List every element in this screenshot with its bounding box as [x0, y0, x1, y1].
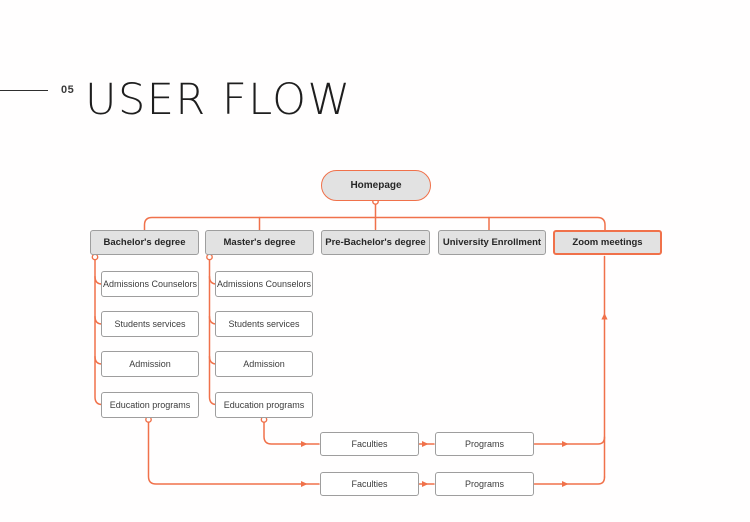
node-bachelor-students-services: Students services — [101, 311, 199, 337]
node-university-enrollment: University Enrollment — [438, 230, 546, 255]
node-bachelor-admission: Admission — [101, 351, 199, 377]
header-rule-line — [0, 90, 48, 91]
node-pre-bachelors-degree: Pre-Bachelor's degree — [321, 230, 430, 255]
arrowhead — [301, 441, 308, 447]
arrowhead — [562, 441, 569, 447]
node-master-education-programs: Education programs — [215, 392, 313, 418]
node-homepage: Homepage — [321, 170, 431, 201]
node-faculties-row2: Faculties — [320, 472, 419, 496]
node-zoom-meetings: Zoom meetings — [553, 230, 662, 255]
page-title: USER FLOW — [85, 75, 352, 125]
node-master-admission: Admission — [215, 351, 313, 377]
arrowhead — [422, 441, 429, 447]
node-master-admissions-counselors: Admissions Counselors — [215, 271, 313, 297]
node-masters-degree: Master's degree — [205, 230, 314, 255]
arrowhead — [562, 481, 569, 487]
node-programs-row1: Programs — [435, 432, 534, 456]
arrowhead — [422, 481, 429, 487]
node-bachelor-education-programs: Education programs — [101, 392, 199, 418]
page-number: 05 — [61, 84, 75, 96]
connection-dot — [91, 253, 99, 261]
node-master-students-services: Students services — [215, 311, 313, 337]
node-bachelors-degree: Bachelor's degree — [90, 230, 199, 255]
arrowhead — [601, 313, 608, 320]
arrowhead — [301, 481, 308, 487]
node-programs-row2: Programs — [435, 472, 534, 496]
node-faculties-row1: Faculties — [320, 432, 419, 456]
node-bachelor-admissions-counselors: Admissions Counselors — [101, 271, 199, 297]
connection-dot — [206, 253, 213, 261]
